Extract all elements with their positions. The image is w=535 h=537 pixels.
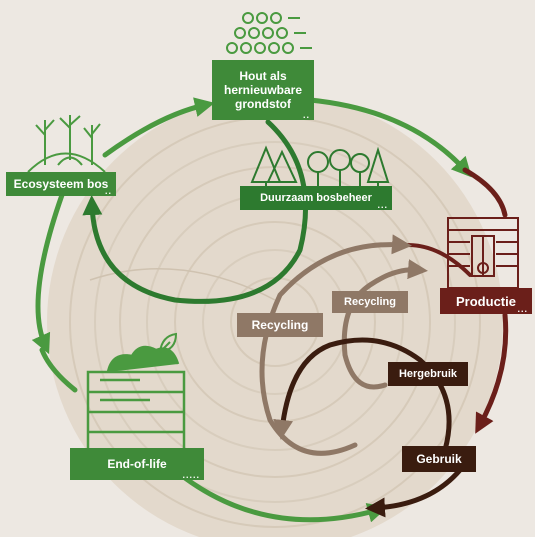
productie-label-text: Productie [456, 293, 516, 309]
beheer-label-text: Duurzaam bosbeheer [260, 192, 372, 204]
logs-icon [226, 12, 312, 54]
forest-loop-arrow [82, 119, 308, 304]
ecosysteem-label-text: Ecosysteem bos [13, 177, 109, 191]
production-input-arrow [406, 243, 472, 277]
forest-icon [250, 145, 390, 190]
recycling-outer-arrow [259, 234, 412, 456]
hout-label-text: Hout als hernieuwbare grondstof [223, 69, 303, 111]
outer-cycle-arrows [31, 97, 508, 523]
reuse-loop-arrow [273, 337, 452, 453]
ecosysteem-label: Ecosysteem bos .. [6, 172, 116, 196]
leaf-icon [158, 332, 178, 354]
production-arrow [475, 312, 509, 434]
recycling-inner-label-text: Recycling [344, 296, 396, 308]
compost-bin-icon [86, 345, 186, 454]
endoflife-label: End-of-life ..... [70, 448, 204, 480]
recycling-outer-label: Recycling [237, 313, 323, 337]
hergebruik-label: Hergebruik [388, 362, 468, 386]
use-to-endoflife-arrow [365, 467, 463, 518]
endoflife-label-dots: ..... [182, 470, 200, 480]
gebruik-label-text: Gebruik [416, 452, 462, 466]
dead-trees-globe-icon [27, 115, 106, 173]
ecosysteem-label-dots: .. [104, 186, 112, 196]
productie-label: Productie ... [440, 288, 532, 314]
gebruik-label: Gebruik [402, 446, 476, 472]
endoflife-label-text: End-of-life [107, 457, 167, 471]
beheer-label: Duurzaam bosbeheer ... [240, 186, 392, 210]
recycling-inner-arrow [341, 259, 428, 390]
hergebruik-label-text: Hergebruik [398, 368, 458, 380]
beheer-label-dots: ... [377, 200, 388, 210]
productie-label-dots: ... [517, 304, 528, 314]
hout-label-dots: .. [302, 110, 310, 120]
hout-label: Hout als hernieuwbare grondstof .. [212, 60, 314, 120]
recycling-outer-label-text: Recycling [251, 318, 309, 332]
recycling-inner-label: Recycling [332, 291, 408, 313]
